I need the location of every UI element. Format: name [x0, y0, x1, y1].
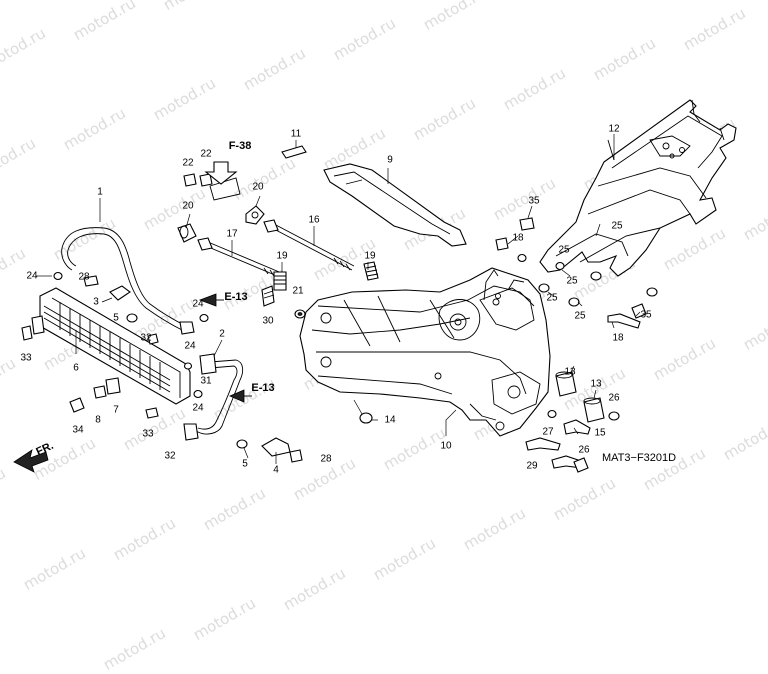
callout-number: 20 — [252, 181, 264, 193]
callout-number: 6 — [73, 362, 79, 374]
ref-e13-label-upper: E-13 — [224, 291, 248, 303]
callout-number: 24 — [192, 402, 204, 414]
callout-number: 29 — [526, 460, 538, 472]
collar-20b — [245, 205, 265, 225]
callout-number: 28 — [320, 453, 332, 465]
callout-number: 17 — [226, 228, 238, 240]
oil-cooler — [31, 287, 191, 405]
callout-number: 19 — [276, 250, 288, 262]
callout-number: 32 — [140, 332, 152, 344]
callout-number: 18 — [512, 232, 524, 244]
callout-number: 15 — [594, 427, 606, 439]
long-bolt-17 — [197, 237, 285, 279]
bolt-30 — [261, 285, 275, 307]
ref-f38-label: F-38 — [228, 140, 252, 152]
collar-20 — [177, 223, 197, 243]
callout-number: 31 — [200, 375, 212, 387]
callout-number: 11 — [290, 128, 302, 140]
callout-number: 32 — [164, 450, 176, 462]
callout-number: 22 — [200, 148, 212, 160]
bolts-22 — [183, 173, 241, 201]
long-bolt-16 — [263, 219, 355, 271]
callout-number: 25 — [574, 310, 586, 322]
callout-number: 10 — [440, 440, 452, 452]
oil-hose-1 — [61, 227, 195, 335]
callout-number: 25 — [546, 292, 558, 304]
callout-number: 2 — [219, 328, 225, 340]
callout-number: 27 — [542, 426, 554, 438]
rear-subframe — [539, 99, 737, 277]
callout-number: 14 — [384, 414, 396, 426]
diagram-code: MAT3−F3201D — [602, 452, 677, 464]
callout-number: 18 — [612, 332, 624, 344]
callout-number: 3 — [93, 296, 99, 308]
callout-number: 26 — [578, 444, 590, 456]
bracket-3 — [109, 285, 131, 301]
callout-number: 8 — [95, 414, 101, 426]
collar-19b — [273, 271, 287, 291]
callout-number: 13 — [564, 366, 576, 378]
callout-number: 24 — [192, 298, 204, 310]
callout-number: 4 — [273, 464, 279, 476]
callout-number: 5 — [242, 458, 248, 470]
nuts — [53, 253, 658, 449]
callout-number: 19 — [364, 250, 376, 262]
oil-hose-2 — [183, 353, 244, 441]
callout-number: 7 — [113, 404, 119, 416]
callout-number: 21 — [292, 285, 304, 297]
nut-21 — [294, 309, 306, 319]
callout-number: 12 — [608, 123, 620, 135]
ref-arrows — [13, 161, 252, 473]
callout-number: 5 — [113, 312, 119, 324]
collar-19 — [363, 261, 379, 281]
callout-number: 20 — [182, 200, 194, 212]
callout-number: 9 — [387, 154, 393, 166]
label-plate — [281, 145, 307, 159]
callout-number: 26 — [608, 392, 620, 404]
bracket-4 — [261, 437, 291, 457]
watermark-text: motod.ru — [190, 594, 259, 644]
callout-number: 25 — [566, 275, 578, 287]
callout-number: 30 — [262, 315, 274, 327]
callout-number: 33 — [20, 352, 32, 364]
frame-cover — [323, 163, 467, 247]
diagram-drawing — [13, 99, 737, 473]
main-frame — [299, 267, 551, 437]
bolts-small — [21, 217, 647, 473]
callout-number: 16 — [308, 214, 320, 226]
callout-number: 35 — [640, 309, 652, 321]
ref-e13-label-lower: E-13 — [251, 382, 275, 394]
callout-number: 22 — [182, 157, 194, 169]
callout-number: 35 — [528, 195, 540, 207]
callout-number: 24 — [184, 340, 196, 352]
callout-number: 33 — [142, 428, 154, 440]
callout-number: 25 — [558, 244, 570, 256]
callout-number: 24 — [26, 270, 38, 282]
callout-number: 25 — [611, 220, 623, 232]
callout-number: 28 — [78, 271, 90, 283]
callout-number: 1 — [97, 186, 103, 198]
watermark-text: motod.ru — [100, 624, 169, 674]
collars-13 — [555, 371, 605, 423]
callout-number: 34 — [72, 424, 84, 436]
leader-lines — [36, 134, 641, 464]
callout-number: 13 — [590, 378, 602, 390]
